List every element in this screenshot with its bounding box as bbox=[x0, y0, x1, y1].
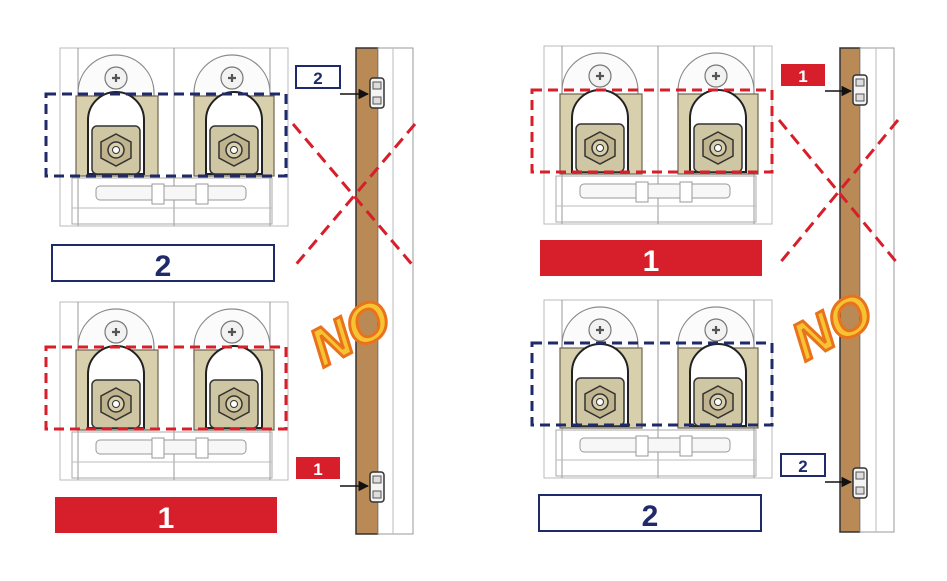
right-panel: 1 2 1 2 NO bbox=[530, 44, 900, 533]
svg-text:1: 1 bbox=[798, 67, 807, 86]
top-selection-box bbox=[530, 88, 774, 174]
frame-profile bbox=[859, 47, 895, 533]
frame-profile bbox=[377, 47, 414, 535]
hinge-icon bbox=[369, 471, 385, 503]
svg-text:2: 2 bbox=[642, 500, 659, 533]
cross-out-icon bbox=[777, 119, 900, 265]
hinge-bottom-label: 1 bbox=[296, 457, 340, 479]
left-panel: 2 1 2 1 NO bbox=[44, 46, 417, 535]
top-selection-box bbox=[44, 92, 288, 178]
bottom-hinge-mechanism bbox=[58, 300, 290, 482]
cross-out-icon bbox=[291, 123, 417, 269]
svg-text:2: 2 bbox=[155, 250, 172, 283]
hinge-top-label: 1 bbox=[781, 64, 825, 86]
svg-text:1: 1 bbox=[643, 245, 660, 278]
svg-text:2: 2 bbox=[798, 457, 807, 476]
svg-text:1: 1 bbox=[313, 460, 322, 479]
hinge-icon bbox=[852, 467, 868, 499]
top-hinge-mechanism bbox=[542, 44, 774, 226]
hinge-icon bbox=[369, 77, 385, 109]
bottom-selection-box bbox=[44, 345, 288, 431]
top-hinge-mechanism bbox=[58, 46, 290, 228]
bottom-selection-box bbox=[530, 341, 774, 427]
hinge-top-label: 2 bbox=[295, 65, 341, 89]
top-order-label: 1 bbox=[540, 240, 762, 278]
top-order-label: 2 bbox=[51, 244, 275, 283]
hinge-icon bbox=[852, 74, 868, 106]
svg-text:1: 1 bbox=[158, 502, 175, 535]
bottom-hinge-mechanism bbox=[542, 298, 774, 480]
bottom-order-label: 1 bbox=[55, 497, 277, 535]
hinge-bottom-label: 2 bbox=[780, 453, 826, 477]
svg-text:2: 2 bbox=[313, 69, 322, 88]
bottom-order-label: 2 bbox=[538, 494, 762, 533]
